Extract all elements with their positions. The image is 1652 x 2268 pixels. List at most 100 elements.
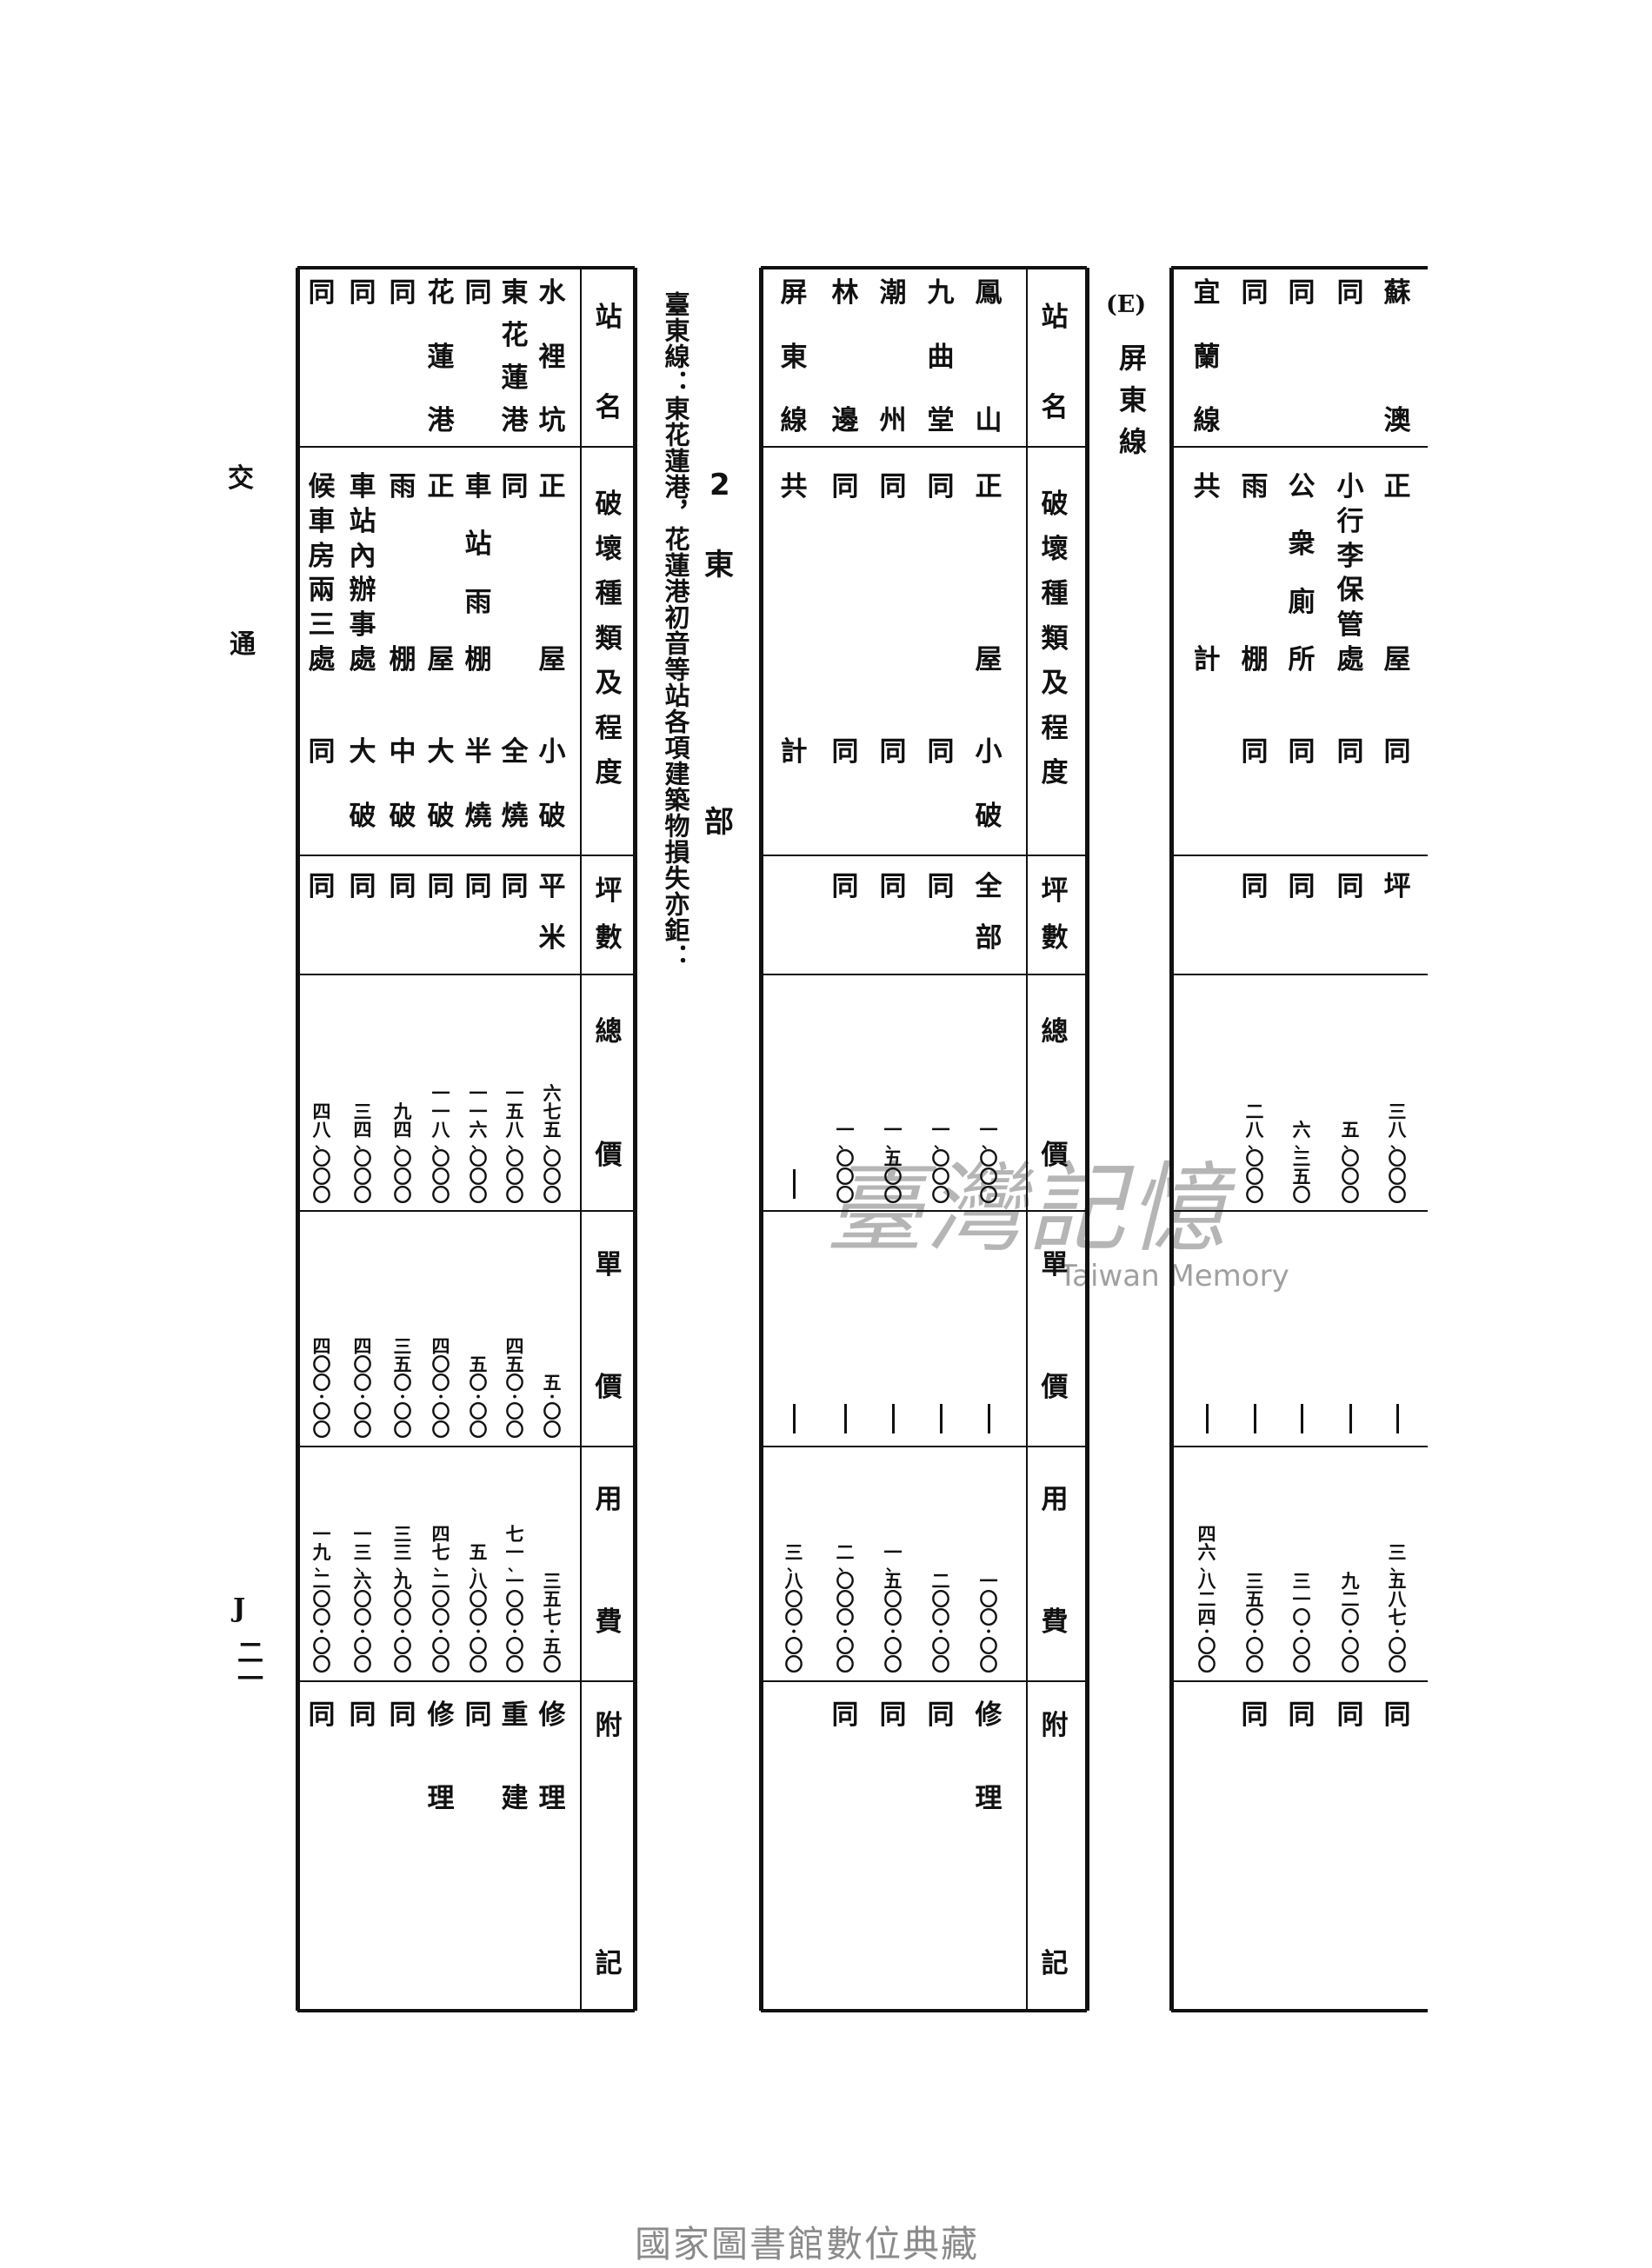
right-table-cell-cost: 九二〇·〇〇 xyxy=(1341,1570,1360,1675)
middle-table-cell-station: 鳳山 xyxy=(975,277,1003,436)
middle-row-rule xyxy=(761,1210,1087,1212)
margin-label-tong: 通 xyxy=(230,629,256,660)
right-row-rule xyxy=(1171,1210,1428,1212)
right-table-cell-degree: 同 xyxy=(1336,736,1364,768)
left-header-separator xyxy=(580,268,582,2011)
left-table-cell-unit: 五·〇〇 xyxy=(543,1372,562,1440)
right-table-cell-cost: 三一〇·〇〇 xyxy=(1292,1570,1311,1675)
right-table-cell-area: 坪 xyxy=(1383,871,1411,902)
left-table-cell-area: 同 xyxy=(349,871,376,902)
header-station: 站名 xyxy=(595,302,623,423)
right-table-cell-note: 同 xyxy=(1241,1699,1269,1731)
middle-table-cell-cost: 三、八〇〇·〇〇 xyxy=(784,1541,803,1675)
middle-table-cell-kind: 正屋 xyxy=(975,471,1003,675)
middle-table-cell-cost: 一、五〇〇·〇〇 xyxy=(883,1541,903,1675)
middle-table-cell-total xyxy=(774,982,814,1204)
section-number: 2 xyxy=(709,468,730,502)
left-table-cell-degree: 同 xyxy=(308,736,336,768)
left-table-cell-area: 同 xyxy=(501,871,529,902)
left-table-cell-kind: 正屋 xyxy=(538,471,566,675)
left-row-rule xyxy=(297,1446,635,1447)
right-table-cell-kind: 正屋 xyxy=(1383,471,1411,675)
left-table-cell-kind: 同 xyxy=(501,471,529,502)
footer-archive-label: 國家圖書館數位典藏 xyxy=(635,2223,980,2265)
right-table-cell-unit xyxy=(1282,1217,1322,1439)
right-table-cell-unit xyxy=(1187,1217,1227,1439)
left-table-cell-kind: 正屋 xyxy=(427,471,455,675)
left-table-cell-degree: 中破 xyxy=(389,736,416,832)
header-total: 總價 xyxy=(595,1016,623,1171)
middle-table-cell-degree: 同 xyxy=(831,736,859,768)
left-table-cell-unit: 四〇〇·〇〇 xyxy=(312,1335,331,1440)
header-cost: 用費 xyxy=(595,1484,623,1638)
middle-table-cell-area: 全部 xyxy=(975,871,1003,954)
right-table-cell-station: 蘇澳 xyxy=(1383,277,1411,436)
left-table-cell-degree: 大破 xyxy=(349,736,376,832)
right-table-cell-area: 同 xyxy=(1288,871,1316,902)
left-table-cell-cost: 三三、九〇〇·〇〇 xyxy=(393,1523,412,1675)
right-table-cell-station: 宜蘭線 xyxy=(1193,277,1221,436)
middle-table-cell-unit xyxy=(873,1217,913,1439)
header-station: 站名 xyxy=(1041,302,1069,423)
header-unit: 單價 xyxy=(595,1249,623,1403)
dept-label-part: 部 xyxy=(704,805,734,840)
right-row-rule xyxy=(1171,855,1428,856)
left-table-cell-station: 花蓮港 xyxy=(427,277,455,436)
middle-table-cell-note: 同 xyxy=(831,1699,859,1731)
left-table-cell-area: 平米 xyxy=(538,871,566,954)
left-table-cell-total: 一一六、〇〇〇 xyxy=(469,1082,488,1206)
right-table-cell-kind: 共計 xyxy=(1193,471,1221,675)
middle-table-cell-station: 屏東線 xyxy=(780,277,808,436)
left-table-cell-station: 同 xyxy=(308,277,336,309)
left-table-cell-station: 同 xyxy=(389,277,416,309)
middle-table-cell-total: 一、〇〇〇 xyxy=(979,1119,998,1206)
left-table-cell-degree: 小破 xyxy=(538,736,566,832)
middle-row-rule xyxy=(761,855,1087,856)
left-table-bottom-rule xyxy=(297,2009,635,2012)
left-table-cell-degree: 半燒 xyxy=(464,736,492,832)
left-table-cell-cost: 五、八〇〇·〇〇 xyxy=(469,1541,488,1675)
middle-table-cell-cost: 二、〇〇〇·〇〇 xyxy=(836,1541,855,1675)
right-row-rule xyxy=(1171,1446,1428,1447)
left-table-cell-degree: 大破 xyxy=(427,736,455,832)
middle-table-cell-degree: 計 xyxy=(780,736,808,768)
middle-table-cell-station: 九曲堂 xyxy=(927,277,955,436)
middle-table-cell-station: 潮州 xyxy=(879,277,907,436)
left-table-cell-note: 修理 xyxy=(427,1699,455,1814)
right-table-cell-unit xyxy=(1330,1217,1370,1439)
middle-table-cell-unit xyxy=(825,1217,865,1439)
header-total: 總價 xyxy=(1041,1016,1069,1171)
middle-table-cell-note: 修理 xyxy=(975,1699,1003,1814)
middle-table-cell-note: 同 xyxy=(927,1699,955,1731)
right-table-cell-kind: 雨棚 xyxy=(1241,471,1269,675)
left-table-cell-unit: 三五〇·〇〇 xyxy=(393,1335,412,1440)
left-table-cell-area: 同 xyxy=(308,871,336,902)
left-table-left-rule xyxy=(296,268,300,2011)
page-number: 二一 xyxy=(232,1639,263,1691)
middle-header-separator xyxy=(1026,268,1028,2011)
right-table-cell-total: 二八、〇〇〇 xyxy=(1245,1101,1264,1206)
middle-table-cell-kind: 同 xyxy=(879,471,907,502)
left-table-cell-area: 同 xyxy=(427,871,455,902)
right-table-cell-note: 同 xyxy=(1336,1699,1364,1731)
middle-table-top-rule xyxy=(761,266,1087,269)
right-table-cell-station: 同 xyxy=(1241,277,1269,309)
middle-table-cell-cost: 二〇〇·〇〇 xyxy=(931,1570,950,1675)
page-letter: J xyxy=(233,1593,246,1624)
left-table-cell-area: 同 xyxy=(389,871,416,902)
left-row-rule xyxy=(297,446,635,448)
left-table-cell-note: 重建 xyxy=(501,1699,529,1814)
left-table-cell-note: 同 xyxy=(308,1699,336,1731)
middle-row-rule xyxy=(761,1446,1087,1447)
left-table-cell-station: 同 xyxy=(464,277,492,309)
left-table-cell-cost: 四七、二〇〇·〇〇 xyxy=(431,1523,450,1675)
right-table-cell-total: 五、〇〇〇 xyxy=(1341,1119,1360,1206)
right-table-cell-area: 同 xyxy=(1336,871,1364,902)
right-table-cell-note: 同 xyxy=(1383,1699,1411,1731)
left-table-cell-degree: 全燒 xyxy=(501,736,529,832)
header-damage: 破壞種類及程度 xyxy=(1041,489,1069,788)
middle-table-cell-unit xyxy=(774,1217,814,1439)
left-table-cell-kind: 雨棚 xyxy=(389,471,416,675)
right-table-cell-unit xyxy=(1377,1217,1417,1439)
middle-table-cell-kind: 共 xyxy=(780,471,808,502)
